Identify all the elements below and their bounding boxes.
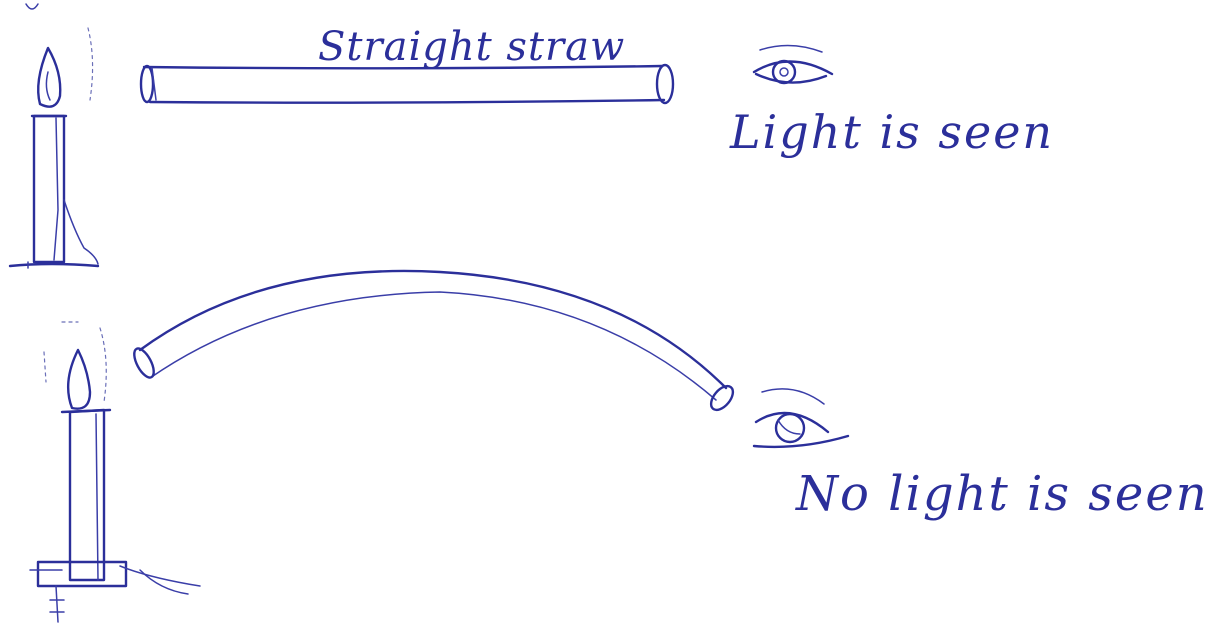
top-setup: Straight straw Light is seen: [8, 3, 1054, 269]
flame-icon: [37, 46, 62, 108]
straight-straw: [139, 63, 675, 105]
label-light-seen: Light is seen: [729, 105, 1054, 159]
bottom-setup: No light is seen: [29, 269, 1209, 623]
label-straight-straw: Straight straw: [318, 24, 625, 70]
bent-straw: [133, 269, 735, 412]
label-no-light-seen: No light is seen: [795, 466, 1209, 522]
eye-icon: [752, 44, 834, 85]
flame-icon-2: [66, 348, 92, 410]
eye-icon-2: [752, 388, 850, 449]
candle-icon-2: [29, 321, 201, 623]
candle-icon: [8, 3, 100, 269]
